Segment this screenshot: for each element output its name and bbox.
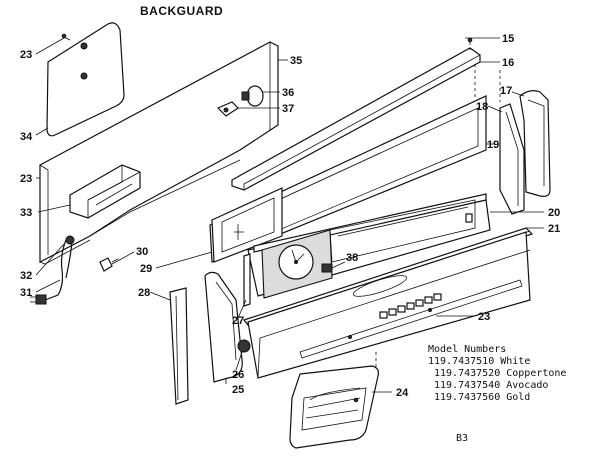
model-number-gold: 119.7437560 Gold [434,392,530,403]
callout-30: 30 [136,246,148,258]
callout-27: 27 [232,315,244,327]
callout-36: 36 [282,87,294,99]
part-control-front [247,231,531,379]
callout-35: 35 [290,55,302,67]
part-bracket [243,253,251,307]
part-wire-harness [30,235,75,305]
part-cover-panel [46,22,125,137]
model-numbers-block: Model Numbers 119.7437510 White 119.7437… [428,344,566,403]
page-number: B3 [456,433,468,444]
part-right-inner-bracket [499,103,525,215]
callout-25: 25 [232,384,244,396]
callout-16: 16 [502,57,514,69]
callout-26: 26 [232,369,244,381]
part-knob [237,339,251,353]
part-control-panel [247,193,491,299]
part-right-end-cap [474,64,551,197]
callout-18: 18 [476,101,488,113]
callout-29: 29 [140,263,152,275]
callout-33: 33 [20,207,32,219]
part-rear-panel [39,41,279,265]
callout-17: 17 [500,85,512,97]
callout-34: 34 [20,131,33,143]
callout-labels: 23 34 35 36 37 23 33 32 31 30 29 28 27 2… [20,33,560,399]
model-number-white: 119.7437510 White [428,356,530,367]
callout-19: 19 [487,139,499,151]
callout-28: 28 [138,287,150,299]
part-lamp [241,85,264,107]
part-left-rail [169,287,189,405]
part-clock-window [211,187,283,263]
callout-20: 20 [548,207,560,219]
diagram-title: BACKGUARD [140,4,223,18]
callout-24: 24 [396,387,409,399]
callout-23-rear: 23 [20,173,32,185]
part-lower-cover [289,352,379,449]
model-number-avocado: 119.7437540 Avocado [434,380,548,391]
push-button-row [379,293,442,319]
callout-15: 15 [502,33,514,45]
callout-32: 32 [20,270,32,282]
callout-31: 31 [20,287,32,299]
part-clip [99,257,119,272]
callout-38: 38 [346,252,358,264]
model-number-coppertone: 119.7437520 Coppertone [434,368,566,379]
callout-23-cover: 23 [20,49,32,61]
callout-37: 37 [282,103,294,115]
leader-lines [35,37,544,393]
callout-23-front: 23 [478,311,490,323]
model-numbers-heading: Model Numbers [428,344,506,355]
part-left-end-cap [204,271,243,383]
callout-21: 21 [548,223,560,235]
